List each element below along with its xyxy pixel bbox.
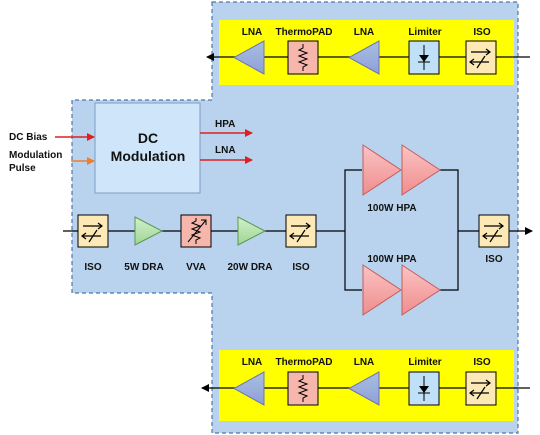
modulation-label-line1: Modulation xyxy=(9,150,62,161)
top-label-thermopad: ThermoPAD xyxy=(275,27,332,38)
top-label-limiter: Limiter xyxy=(408,27,441,38)
limiter-diode-icon xyxy=(408,371,440,406)
amplifier-triangle-icon xyxy=(134,216,164,246)
hpa-lower-icon xyxy=(362,264,441,316)
hpa-upper-icon xyxy=(362,144,441,196)
main-label-5w-dra: 5W DRA xyxy=(124,262,163,273)
hpa-combine-line xyxy=(440,169,459,291)
top-label-lna-1: LNA xyxy=(242,27,263,38)
hpa-upper-label: 100W HPA xyxy=(367,203,416,214)
dc-output-hpa-label: HPA xyxy=(215,119,235,130)
thermopad-resistor-icon xyxy=(287,371,319,406)
hpa-split-line xyxy=(344,169,362,231)
isolator-icon xyxy=(285,214,317,248)
lna-triangle-icon xyxy=(347,371,380,406)
lna-triangle-icon xyxy=(347,40,380,75)
isolator-icon xyxy=(465,40,497,75)
bottom-label-iso: ISO xyxy=(473,357,490,368)
output-iso-label: ISO xyxy=(485,254,502,265)
isolator-icon xyxy=(478,214,510,248)
dc-block-title-line1: DC xyxy=(138,130,158,146)
bottom-label-lna-1: LNA xyxy=(242,357,263,368)
main-label-iso-1: ISO xyxy=(84,262,101,273)
bottom-label-lna-2: LNA xyxy=(354,357,375,368)
hpa-lower-label: 100W HPA xyxy=(367,254,416,265)
bottom-label-thermopad: ThermoPAD xyxy=(275,357,332,368)
top-label-lna-2: LNA xyxy=(354,27,375,38)
vva-attenuator-icon xyxy=(180,214,212,248)
thermopad-resistor-icon xyxy=(287,40,319,75)
main-label-vva: VVA xyxy=(186,262,206,273)
top-label-iso: ISO xyxy=(473,27,490,38)
amplifier-triangle-icon xyxy=(237,216,267,246)
dc-bias-label: DC Bias xyxy=(9,132,48,143)
limiter-diode-icon xyxy=(408,40,440,75)
modulation-label-line2: Pulse xyxy=(9,163,36,174)
isolator-icon xyxy=(465,371,497,406)
bottom-label-limiter: Limiter xyxy=(408,357,441,368)
main-label-20w-dra: 20W DRA xyxy=(227,262,272,273)
dc-output-lna-label: LNA xyxy=(215,145,236,156)
lna-triangle-icon xyxy=(232,40,265,75)
main-label-iso-2: ISO xyxy=(292,262,309,273)
lna-triangle-icon xyxy=(232,371,265,406)
isolator-icon xyxy=(77,214,109,248)
hpa-split-line-lower xyxy=(344,231,362,291)
dc-modulation-block xyxy=(94,102,201,194)
dc-block-title-line2: Modulation xyxy=(111,148,186,164)
